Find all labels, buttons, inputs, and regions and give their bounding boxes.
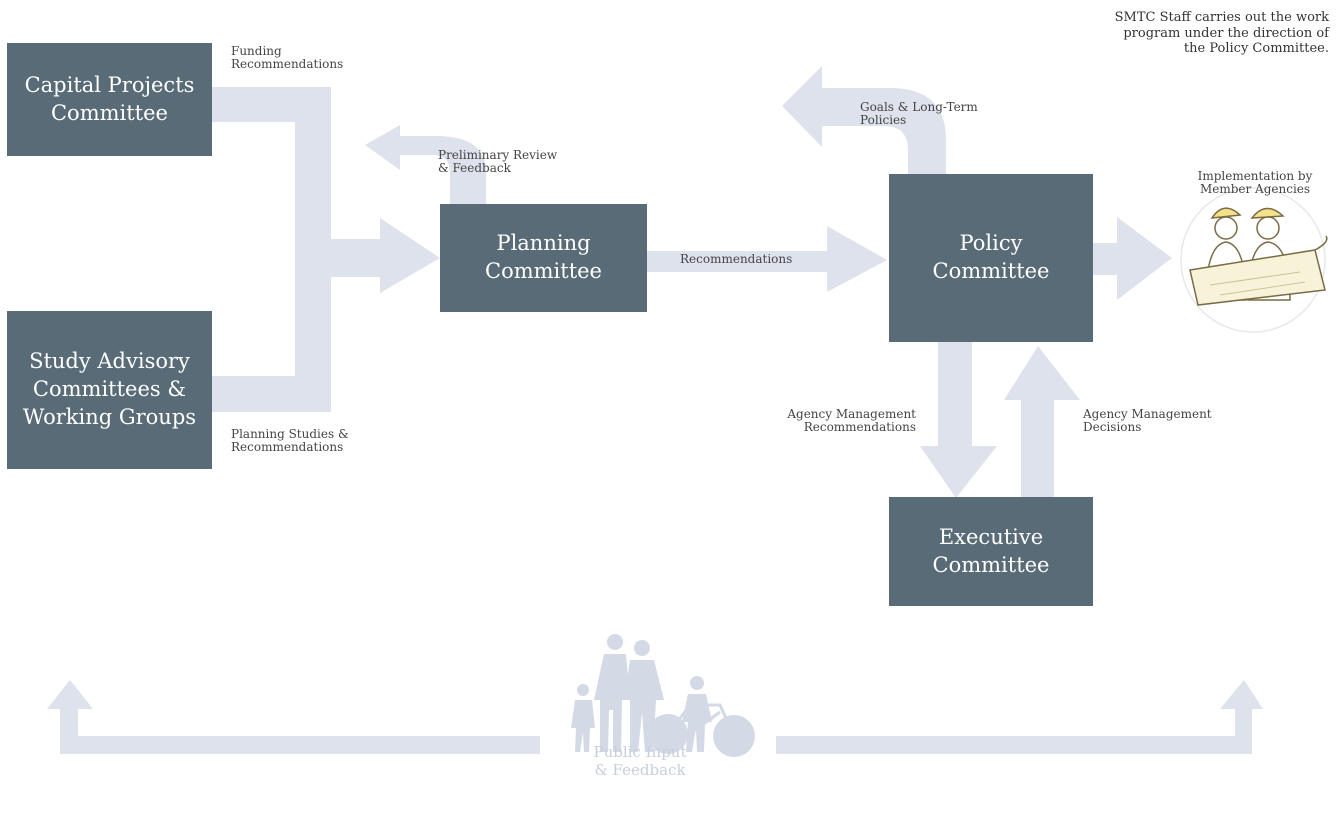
funding-label: Funding Recommendations: [231, 44, 344, 71]
study-advisory-committee[interactable]: Study Advisory Committees & Working Grou…: [7, 311, 212, 469]
staff-note: SMTC Staff carries out the work program …: [1114, 10, 1329, 57]
recommendations-label: Recommendations: [680, 252, 793, 266]
implementation-label: Implementation by Member Agencies: [1197, 169, 1313, 196]
agency-recommendations-label: Agency Management Recommendations: [787, 407, 916, 434]
arrow-implementation: [1093, 217, 1172, 300]
family-with-bicycle-icon: [571, 634, 755, 757]
agency-decisions-label: Agency Management Decisions: [1083, 407, 1212, 434]
executive-label: Executive Committee: [932, 524, 1050, 577]
arrow-agency-decisions: [1004, 346, 1080, 497]
arrow-public-left: [47, 680, 540, 754]
planning-label: Planning Committee: [485, 231, 602, 283]
public-input-label: Public Input & Feedback: [593, 743, 687, 779]
arrow-goals: [782, 66, 946, 174]
executive-committee[interactable]: Executive Committee: [889, 497, 1093, 606]
arrow-preliminary-review: [365, 125, 486, 204]
capital-projects-committee[interactable]: Capital Projects Committee: [7, 43, 212, 156]
policy-committee[interactable]: Policy Committee: [889, 174, 1093, 342]
policy-label: Policy Committee: [932, 231, 1050, 283]
arrow-recommendations: [647, 226, 887, 292]
goals-label: Goals & Long-Term Policies: [860, 100, 978, 127]
arrow-agency-recommendations: [920, 342, 997, 498]
arrow-into-planning: [295, 218, 440, 293]
planning-committee[interactable]: Planning Committee: [440, 204, 647, 312]
arrow-public-right: [776, 680, 1263, 754]
preliminary-review-label: Preliminary Review & Feedback: [438, 148, 558, 175]
workers-with-blueprint-icon: [1180, 187, 1328, 333]
study-advisory-label: Study Advisory Committees & Working Grou…: [22, 349, 197, 429]
planning-studies-label: Planning Studies & Recommendations: [231, 427, 349, 454]
capital-projects-label: Capital Projects Committee: [24, 72, 195, 125]
